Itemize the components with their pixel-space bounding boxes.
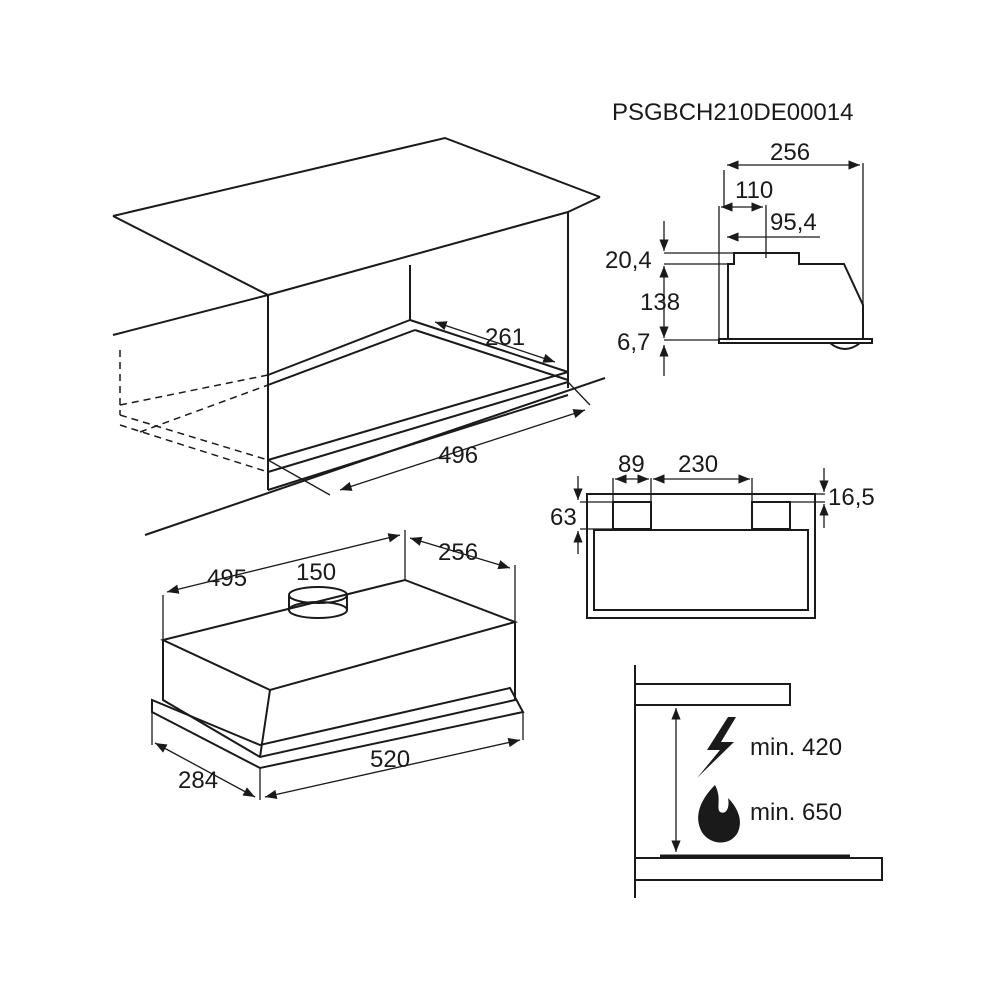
side-view-drawing	[659, 160, 873, 376]
hood-length-label: 495	[207, 565, 247, 592]
cabinet-drawing	[112, 136, 606, 536]
cabinet-width-label: 496	[438, 442, 478, 469]
cutout-side-width-label: 89	[618, 451, 645, 478]
cabinet-depth-label: 261	[485, 324, 525, 351]
cutout-left-height-label: 63	[550, 504, 577, 531]
hood-duct-label: 150	[296, 559, 336, 586]
clearance-drawing	[634, 665, 883, 898]
lightning-icon	[697, 717, 736, 778]
hood-front-width-label: 520	[370, 746, 410, 773]
side-panel-height-label: 6,7	[617, 329, 650, 356]
cutout-middle-width-label: 230	[678, 451, 718, 478]
hood-3d-drawing	[151, 530, 525, 800]
side-total-depth-label: 256	[770, 139, 810, 166]
product-code: PSGBCH210DE00014	[612, 99, 853, 126]
hood-depth-top-label: 256	[438, 539, 478, 566]
flame-icon	[698, 785, 740, 843]
hood-front-depth-label: 284	[178, 767, 218, 794]
cutout-right-height-label: 16,5	[828, 484, 875, 511]
side-body-height-label: 138	[640, 289, 680, 316]
side-duct-center-label: 95,4	[770, 209, 817, 236]
side-duct-offset-label: 110	[735, 177, 773, 204]
gas-clearance-label: min. 650	[750, 799, 842, 826]
electric-clearance-label: min. 420	[750, 734, 842, 761]
side-collar-height-label: 20,4	[605, 247, 652, 274]
cutout-view-drawing	[573, 468, 829, 619]
